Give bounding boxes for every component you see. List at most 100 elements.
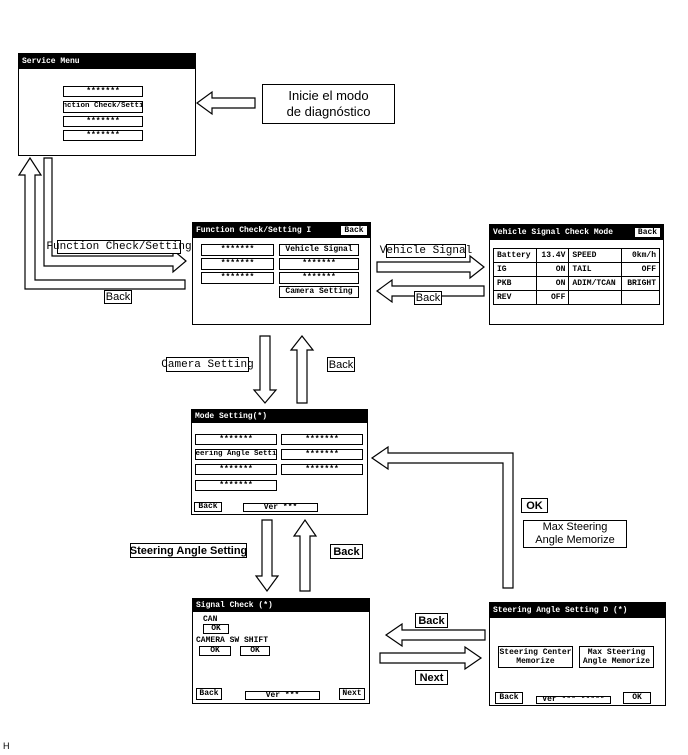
signal-back-button[interactable]: Back — [196, 688, 222, 700]
signal-value: OFF — [535, 290, 570, 305]
arrow-ok-to-mode — [370, 445, 514, 589]
function-right-item-3[interactable]: ******* — [279, 272, 359, 284]
table-row: REV OFF — [493, 290, 660, 305]
label-back-5: Back — [415, 613, 448, 628]
function-vehicle-signal-button[interactable]: Vehicle Signal — [279, 244, 359, 256]
camera-sw-label: CAMERA SW — [196, 636, 240, 645]
mode-left-item-4[interactable]: ******* — [195, 480, 277, 491]
arrow-function-back-to-service — [17, 156, 186, 290]
arrow-signal-back — [292, 518, 318, 592]
mode-setting-title: Mode Setting(*) — [192, 410, 367, 423]
vehicle-signal-back-button[interactable]: Back — [634, 227, 661, 238]
instruction-line2: de diagnóstico — [286, 104, 371, 119]
steering-angle-screen: Steering Angle Setting D (*) Steering Ce… — [489, 602, 666, 706]
vehicle-signal-screen: Vehicle Signal Check Mode Back Battery 1… — [489, 224, 664, 325]
steering-angle-title: Steering Angle Setting D (*) — [490, 603, 665, 618]
signal-name: TAIL — [568, 262, 623, 277]
max-steering-line2: Angle Memorize — [582, 657, 651, 666]
steering-center-line2: Memorize — [516, 657, 555, 666]
service-menu-item-4[interactable]: ******* — [63, 130, 143, 141]
signal-value: 13.4V — [535, 248, 570, 263]
steering-version-label: Ver *** ***** — [536, 696, 611, 704]
service-menu-item-function-check[interactable]: Function Check/Setting — [63, 101, 143, 113]
signal-name — [568, 290, 623, 305]
service-menu-title: Service Menu — [19, 54, 195, 69]
table-row: PKB ON ADIM/TCAN BRIGHT — [493, 276, 660, 291]
service-menu-item-3[interactable]: ******* — [63, 116, 143, 127]
label-max-steering-line2: Angle Memorize — [535, 534, 615, 546]
steering-ok-button[interactable]: OK — [623, 692, 651, 704]
label-max-steering-line1: Max Steering — [542, 521, 608, 533]
table-row: Battery 13.4V SPEED 0km/h — [493, 248, 660, 263]
mode-right-item-1[interactable]: ******* — [281, 434, 363, 445]
arrow-mode-back — [289, 335, 315, 404]
table-row: IG ON TAIL OFF — [493, 262, 660, 277]
signal-value — [621, 290, 660, 305]
label-function-check-setting: Function Check/Setting — [46, 240, 192, 254]
corner-code: H — [3, 741, 10, 751]
label-steering-angle-setting: Steering Angle Setting — [129, 543, 248, 558]
mode-left-item-3[interactable]: ******* — [195, 464, 277, 475]
arrow-to-steering — [379, 645, 483, 671]
vehicle-signal-title: Vehicle Signal Check Mode — [490, 225, 663, 240]
instruction-box: Inicie el modo de diagnóstico — [262, 84, 395, 124]
signal-name: REV — [493, 290, 537, 305]
label-max-steering-angle-memorize: Max Steering Angle Memorize — [523, 520, 627, 548]
label-next: Next — [415, 670, 448, 685]
signal-name: PKB — [493, 276, 537, 291]
service-menu-item-1[interactable]: ******* — [63, 86, 143, 97]
signal-value: BRIGHT — [621, 276, 660, 291]
function-camera-setting-button[interactable]: Camera Setting — [279, 286, 359, 298]
label-vehicle-signal: Vehicle Signal — [379, 244, 473, 258]
mode-version-label: Ver *** — [243, 503, 318, 512]
mode-right-item-2[interactable]: ******* — [281, 449, 363, 460]
mode-setting-screen: Mode Setting(*) ******* Steering Angle S… — [191, 409, 368, 515]
signal-name: SPEED — [568, 248, 623, 263]
function-left-item-1[interactable]: ******* — [201, 244, 274, 256]
arrow-steering-back — [384, 622, 486, 648]
steering-back-button[interactable]: Back — [495, 692, 523, 704]
signal-name: ADIM/TCAN — [568, 276, 623, 291]
camera-sw-status: OK — [199, 646, 231, 656]
label-back-1: Back — [104, 290, 132, 304]
instruction-line1: Inicie el modo — [288, 88, 369, 103]
shift-label: SHIFT — [244, 636, 269, 645]
arrow-to-mode-setting — [252, 335, 278, 404]
signal-value: OFF — [621, 262, 660, 277]
arrow-service-to-function — [43, 157, 187, 274]
signal-next-button[interactable]: Next — [339, 688, 365, 700]
max-steering-memorize-button[interactable]: Max Steering Angle Memorize — [579, 646, 654, 668]
signal-check-screen: Signal Check (*) CAN OK CAMERA SW SHIFT … — [192, 598, 370, 704]
shift-status: OK — [240, 646, 270, 656]
vehicle-signal-table: Battery 13.4V SPEED 0km/h IG ON TAIL OFF… — [493, 248, 660, 305]
function-check-title: Function Check/Setting I — [193, 223, 370, 238]
label-camera-setting: Camera Setting — [161, 357, 254, 372]
function-check-back-button[interactable]: Back — [340, 225, 368, 236]
signal-name: Battery — [493, 248, 537, 263]
steering-center-memorize-button[interactable]: Steering Center Memorize — [498, 646, 573, 668]
signal-version-label: Ver *** — [245, 691, 320, 700]
label-ok: OK — [521, 498, 548, 513]
label-back-3: Back — [327, 357, 355, 372]
signal-value: ON — [535, 276, 570, 291]
steering-center-line1: Steering Center — [499, 648, 572, 657]
function-right-item-2[interactable]: ******* — [279, 258, 359, 270]
arrow-to-service-menu — [195, 90, 256, 116]
function-left-item-2[interactable]: ******* — [201, 258, 274, 270]
label-back-4: Back — [330, 544, 363, 559]
mode-right-item-3[interactable]: ******* — [281, 464, 363, 475]
label-back-2: Back — [414, 291, 442, 305]
service-menu-screen: Service Menu ******* Function Check/Sett… — [18, 53, 196, 156]
mode-left-item-1[interactable]: ******* — [195, 434, 277, 445]
signal-value: 0km/h — [621, 248, 660, 263]
signal-value: ON — [535, 262, 570, 277]
max-steering-line1: Max Steering — [587, 648, 646, 657]
function-check-screen: Function Check/Setting I Back ******* **… — [192, 222, 371, 325]
mode-steering-angle-setting-button[interactable]: Steering Angle Setting — [195, 449, 277, 460]
signal-name: IG — [493, 262, 537, 277]
arrow-to-signal-check — [254, 519, 280, 593]
mode-back-button[interactable]: Back — [194, 502, 222, 512]
function-left-item-3[interactable]: ******* — [201, 272, 274, 284]
can-status: OK — [203, 624, 229, 634]
